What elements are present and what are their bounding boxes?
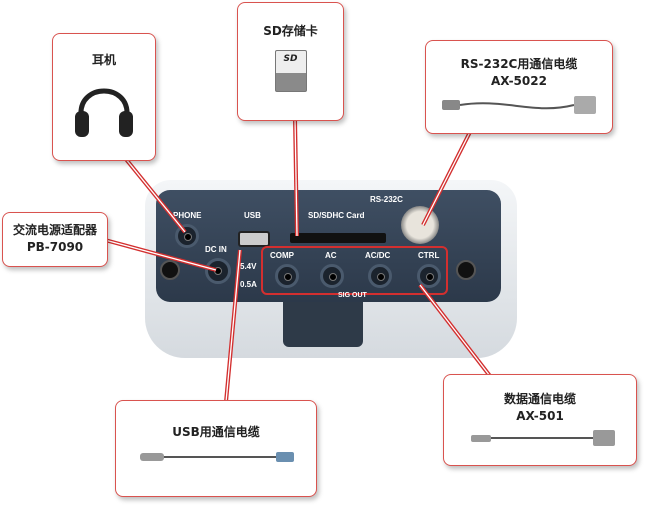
voltage-label: 5.4V: [240, 262, 257, 271]
callout-sd-card: SD存储卡 SD: [237, 2, 344, 121]
sd-card-icon-label: SD: [283, 54, 298, 64]
ac-adapter-title: 交流电源适配器: [12, 223, 97, 237]
dcin-label: DC IN: [205, 245, 227, 254]
usb-port: [238, 231, 270, 247]
callout-usb-cable: USB用通信电缆: [115, 400, 317, 497]
acdc-jack: [368, 264, 392, 288]
sd-slot: [290, 233, 386, 243]
current-label: 0.5A: [240, 280, 257, 289]
phone-jack: [175, 224, 199, 248]
screw-right: [456, 260, 476, 280]
screw-left: [160, 260, 180, 280]
data-cable-title: 数据通信电缆: [503, 392, 576, 406]
comp-jack: [275, 264, 299, 288]
usb-label: USB: [244, 211, 261, 220]
data-cable-model: AX-501: [516, 409, 564, 423]
sd-card-title: SD存储卡: [263, 24, 318, 38]
phone-label: PHONE: [173, 211, 202, 220]
rs232-label: RS-232C: [370, 195, 403, 204]
ac-label: AC: [325, 251, 337, 260]
data-cable-icon: [470, 430, 615, 446]
stand: [283, 302, 363, 347]
sig-out-highlight: [261, 246, 448, 295]
sd-card-icon: SD: [274, 50, 307, 92]
rs232-port: [401, 206, 439, 244]
ctrl-jack: [417, 264, 441, 288]
dcin-jack: [205, 258, 231, 284]
sd-slot-label: SD/SDHC Card: [308, 211, 365, 220]
rs232-cable-title: RS-232C用通信电缆: [460, 57, 578, 71]
headphones-title: 耳机: [91, 53, 116, 67]
ctrl-label: CTRL: [418, 251, 440, 260]
headphones-icon: [75, 88, 133, 137]
usb-cable-title: USB用通信电缆: [172, 425, 260, 439]
callout-ac-adapter: 交流电源适配器 PB-7090: [2, 212, 108, 267]
callout-headphones: 耳机: [52, 33, 156, 161]
ac-adapter-model: PB-7090: [26, 240, 84, 254]
acdc-label: AC/DC: [365, 251, 391, 260]
sig-out-label: SIG OUT: [338, 292, 367, 299]
usb-cable-icon: [140, 452, 294, 462]
rs232-cable-model: AX-5022: [491, 74, 547, 88]
rs232-cable-icon: [442, 96, 596, 114]
callout-rs232-cable: RS-232C用通信电缆 AX-5022: [425, 40, 613, 134]
ac-jack: [320, 264, 344, 288]
comp-label: COMP: [270, 251, 294, 260]
callout-data-cable: 数据通信电缆 AX-501: [443, 374, 637, 466]
